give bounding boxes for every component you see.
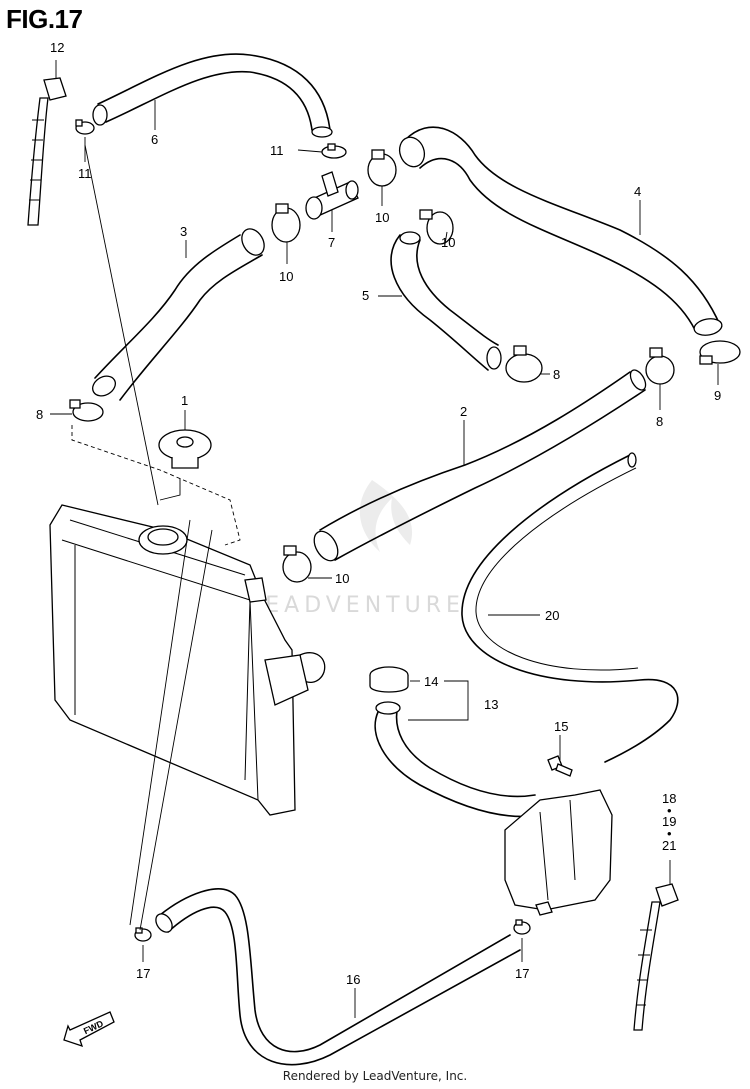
part-17-clamp-right[interactable] <box>513 919 531 935</box>
part-2-hose[interactable] <box>309 367 648 564</box>
callout-8-c: 8 <box>36 407 43 422</box>
watermark: LEADVENTURE <box>248 480 465 618</box>
part-16-hose[interactable] <box>153 888 521 1066</box>
callout-8-a: 8 <box>553 367 560 382</box>
callout-8-b: 8 <box>656 414 663 429</box>
part-15-bolt[interactable] <box>547 755 573 777</box>
callout-11-left: 11 <box>78 166 92 181</box>
callout-20: 20 <box>545 608 559 623</box>
fwd-arrow: FWD <box>63 1011 115 1048</box>
callout-14: 14 <box>424 674 438 689</box>
callout-4: 4 <box>634 184 641 199</box>
callout-6: 6 <box>151 132 158 147</box>
part-21-cable-tie[interactable] <box>633 883 679 1031</box>
part-12-cable-tie[interactable] <box>27 77 67 226</box>
footer-credit: Rendered by LeadVenture, Inc. <box>282 1069 468 1083</box>
callouts: 12 6 11 11 10 4 3 7 10 10 5 8 9 8 8 1 2 … <box>36 40 721 987</box>
part-10-clamp-b[interactable] <box>367 149 397 187</box>
callout-2: 2 <box>460 404 467 419</box>
callout-10-b: 10 <box>375 210 389 225</box>
callout-dot-2: • <box>667 826 672 841</box>
callout-dot: • <box>667 803 672 818</box>
radiator[interactable] <box>49 504 326 816</box>
callout-13: 13 <box>484 697 498 712</box>
part-8-clamp-b[interactable] <box>645 347 675 385</box>
part-20-hose[interactable] <box>461 452 679 763</box>
part-8-clamp-c[interactable] <box>69 399 104 422</box>
part-17-clamp-left[interactable] <box>134 927 152 942</box>
callout-3: 3 <box>180 224 187 239</box>
part-3-hose[interactable] <box>89 225 269 401</box>
part-5-hose[interactable] <box>390 231 502 371</box>
part-9-clamp[interactable] <box>699 340 741 365</box>
callout-17-left: 17 <box>136 966 150 981</box>
callout-15: 15 <box>554 719 568 734</box>
callout-9: 9 <box>714 388 721 403</box>
part-11-clamp-right[interactable] <box>321 143 347 159</box>
part-7-joint[interactable] <box>305 171 359 220</box>
figure-title: FIG.17 <box>6 4 83 34</box>
part-4-hose[interactable] <box>396 126 724 337</box>
part-8-clamp-a[interactable] <box>505 345 543 383</box>
callout-16: 16 <box>346 972 360 987</box>
leader-lines <box>50 60 719 1018</box>
callout-21: 21 <box>662 838 676 853</box>
part-14-cap[interactable] <box>369 666 409 693</box>
callout-10-c: 10 <box>441 235 455 250</box>
part-1-radiator-cap[interactable] <box>158 429 212 469</box>
callout-7: 7 <box>328 235 335 250</box>
callout-17-right: 17 <box>515 966 529 981</box>
reservoir-tank[interactable] <box>374 701 613 916</box>
callout-11-right: 11 <box>270 143 284 158</box>
callout-19: 19 <box>662 814 676 829</box>
part-10-clamp-d[interactable] <box>282 545 312 583</box>
callout-10-a: 10 <box>279 269 293 284</box>
callout-1: 1 <box>181 393 188 408</box>
callout-12: 12 <box>50 40 64 55</box>
callout-10-d: 10 <box>335 571 349 586</box>
callout-18: 18 <box>662 791 676 806</box>
part-11-clamp-left[interactable] <box>75 119 95 135</box>
part-10-clamp-a[interactable] <box>271 203 301 243</box>
callout-5: 5 <box>362 288 369 303</box>
watermark-text: LEADVENTURE <box>248 593 465 618</box>
part-6-hose[interactable] <box>92 53 333 138</box>
